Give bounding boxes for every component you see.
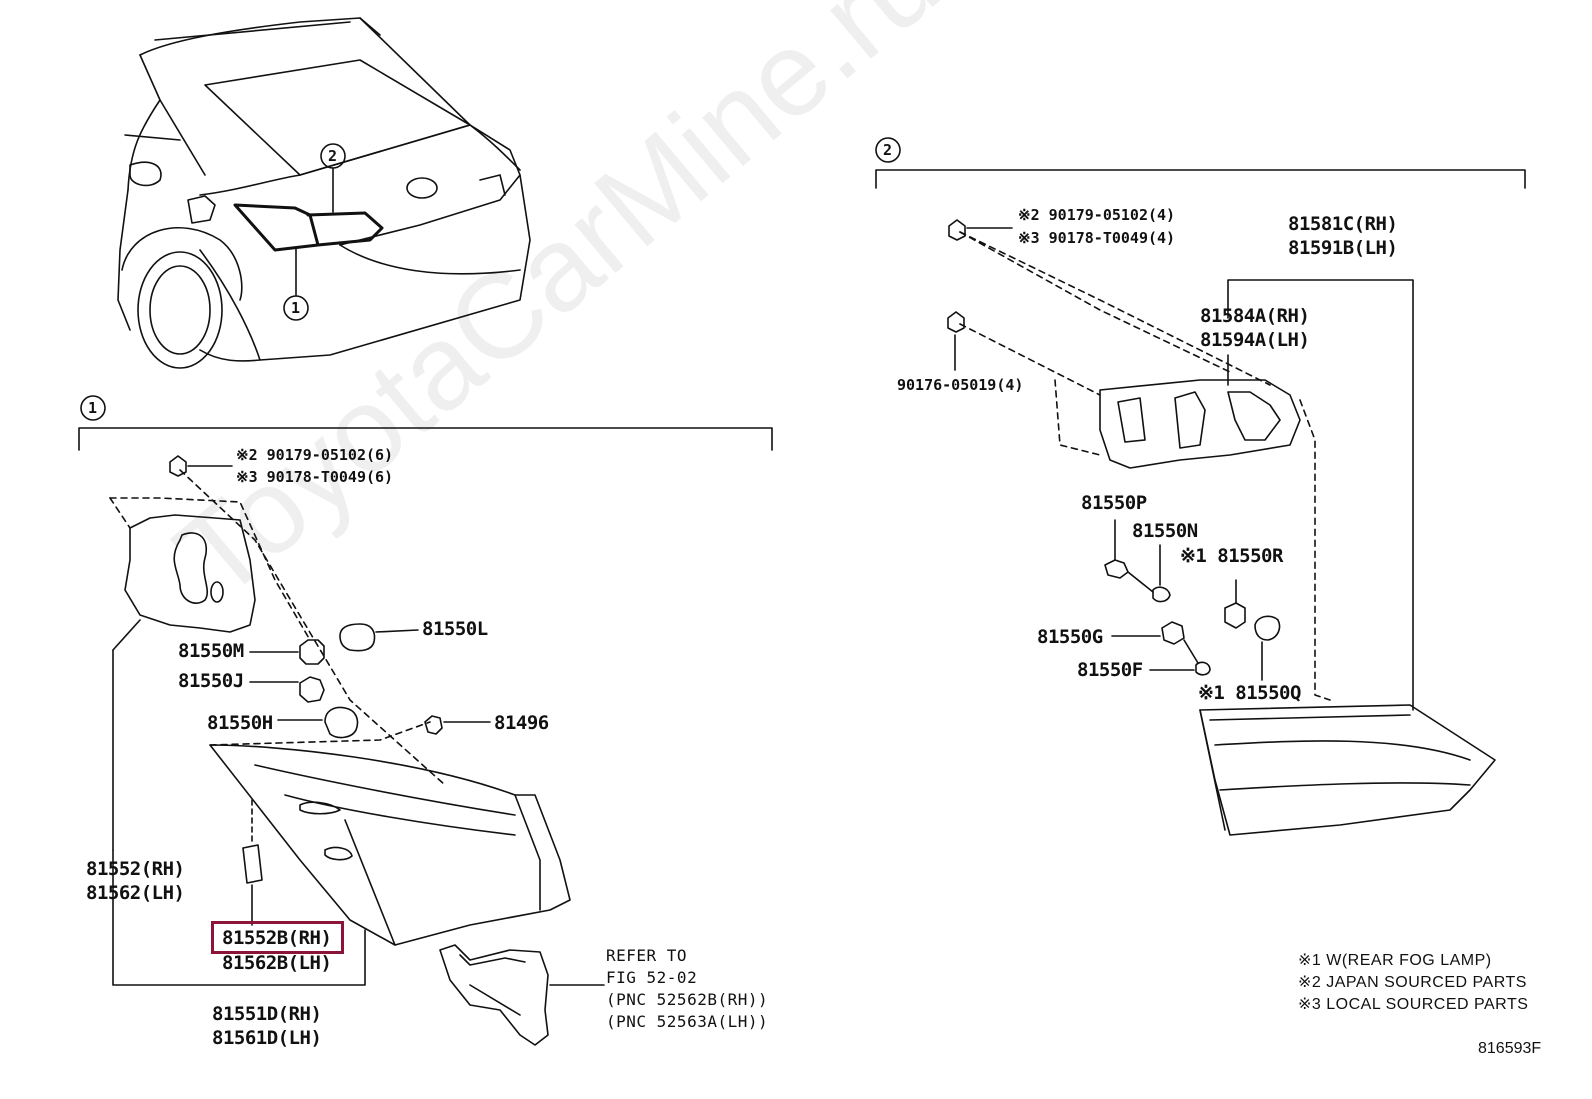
refer-line-4[interactable]: (PNC 52563A(LH)): [606, 1012, 769, 1031]
car-rear-view: [117, 17, 531, 369]
part-81552-rh[interactable]: 81552(RH): [86, 858, 185, 880]
screw-note-japan-right: ※2 90179-05102(4): [1018, 206, 1176, 224]
selected-part-highlight: [211, 921, 344, 954]
part-81551D-rh[interactable]: 81551D(RH): [212, 1003, 322, 1025]
callout-circle-1-top: [283, 295, 309, 321]
bracket-group-1: [78, 427, 773, 451]
legend-note-3: ※3 LOCAL SOURCED PARTS: [1298, 996, 1529, 1013]
part-81550G[interactable]: 81550G: [1037, 626, 1103, 648]
refer-line-1: REFER TO: [606, 946, 688, 965]
refer-line-3[interactable]: (PNC 52562B(RH)): [606, 990, 769, 1009]
callout-2-top: 2: [328, 147, 338, 165]
part-81550R[interactable]: ※1 81550R: [1180, 545, 1283, 567]
callout-circle-1: [80, 395, 106, 421]
callout-circle-2-top: [320, 143, 346, 169]
part-81550N[interactable]: 81550N: [1132, 520, 1198, 542]
part-81584A-rh[interactable]: 81584A(RH): [1200, 305, 1310, 327]
callout-1: 1: [88, 399, 98, 417]
part-81561D-lh[interactable]: 81561D(LH): [212, 1027, 322, 1049]
legend-note-2: ※2 JAPAN SOURCED PARTS: [1298, 974, 1527, 991]
part-81550J[interactable]: 81550J: [178, 670, 244, 692]
part-81550M[interactable]: 81550M: [178, 640, 244, 662]
part-81562-lh[interactable]: 81562(LH): [86, 882, 185, 904]
part-81591B-lh[interactable]: 81591B(LH): [1288, 237, 1398, 259]
part-81550H[interactable]: 81550H: [207, 712, 273, 734]
legend-note-1: ※1 W(REAR FOG LAMP): [1298, 952, 1492, 969]
screw-note-local-right: ※3 90178-T0049(4): [1018, 229, 1176, 247]
bracket-group-2: [875, 169, 1526, 189]
part-81562B-lh[interactable]: 81562B(LH): [222, 952, 332, 974]
refer-line-2[interactable]: FIG 52-02: [606, 968, 698, 987]
callout-1-top: 1: [291, 299, 301, 317]
diagram-id: 816593F: [1478, 1040, 1542, 1057]
outer-lamp-assembly: [109, 455, 605, 1046]
inner-lamp-assembly: [947, 219, 1496, 836]
screw-note-local-left: ※3 90178-T0049(6): [236, 468, 394, 486]
part-81550Q[interactable]: ※1 81550Q: [1198, 682, 1301, 704]
part-81594A-lh[interactable]: 81594A(LH): [1200, 329, 1310, 351]
part-81550F[interactable]: 81550F: [1077, 659, 1143, 681]
part-81581C-rh[interactable]: 81581C(RH): [1288, 213, 1398, 235]
part-81496[interactable]: 81496: [494, 712, 549, 734]
part-81552B-rh[interactable]: 81552B(RH): [222, 927, 332, 949]
part-90176-05019[interactable]: 90176-05019(4): [897, 376, 1024, 394]
callout-2: 2: [883, 141, 893, 159]
screw-note-japan-left: ※2 90179-05102(6): [236, 446, 394, 464]
callout-circle-2: [875, 137, 901, 163]
part-81550L[interactable]: 81550L: [422, 618, 488, 640]
part-81550P[interactable]: 81550P: [1081, 492, 1147, 514]
